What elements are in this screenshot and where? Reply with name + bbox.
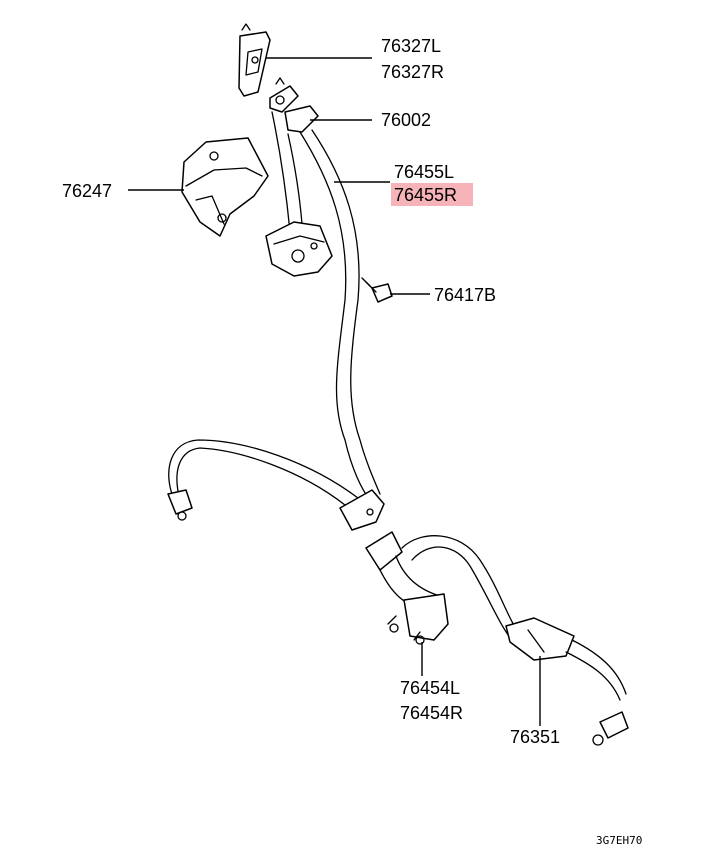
anchor-cover-drawing	[238, 23, 271, 97]
part-label-76002[interactable]: 76002	[381, 110, 431, 130]
part-label-76455R[interactable]: 76455R	[394, 185, 457, 205]
part-label-76327L[interactable]: 76327L	[381, 36, 441, 56]
lap-belt-drawing	[167, 439, 359, 521]
part-label-76455L[interactable]: 76455L	[394, 162, 454, 182]
part-label-76417B[interactable]: 76417B	[434, 285, 496, 305]
retractor-belt-drawing	[265, 111, 385, 531]
bolt-drawing	[361, 277, 393, 303]
part-highlight	[391, 183, 473, 206]
buckle-drawing	[365, 531, 449, 645]
part-labels: 76327L 76327R 76002 76455L 76455R 76247 …	[62, 36, 560, 747]
part-label-76247[interactable]: 76247	[62, 181, 112, 201]
leader-lines	[128, 57, 541, 726]
part-label-76454L[interactable]: 76454L	[400, 678, 460, 698]
shoulder-anchor-drawing	[269, 77, 319, 133]
retractor-cover-drawing	[181, 137, 269, 237]
center-belt-drawing	[401, 535, 629, 746]
part-label-76327R[interactable]: 76327R	[381, 62, 444, 82]
diagram-code: 3G7EH70	[596, 834, 642, 847]
part-label-76454R[interactable]: 76454R	[400, 703, 463, 723]
part-label-76351[interactable]: 76351	[510, 727, 560, 747]
